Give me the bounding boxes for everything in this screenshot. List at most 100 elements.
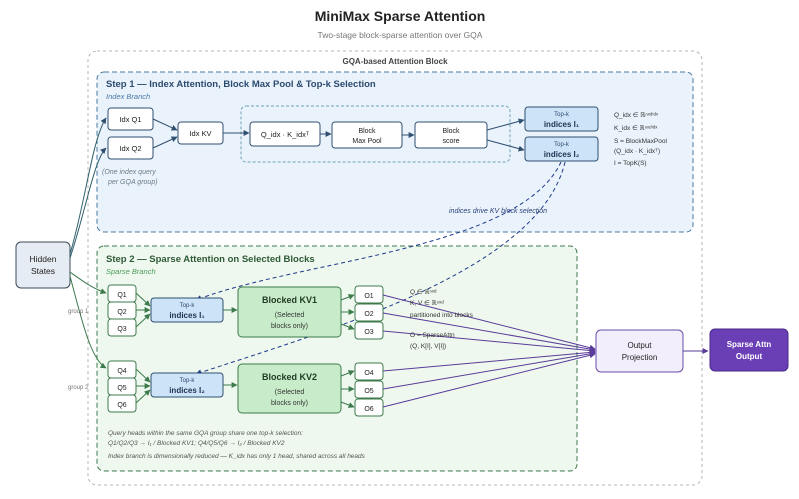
output-projection-node [595, 329, 684, 373]
edge-kv1-to-o1 [340, 294, 355, 301]
blocked-kv1-sub2: blocks only) [271, 323, 308, 330]
sparse-attn-output-node [709, 328, 789, 372]
diagram-title: MiniMax Sparse Attention [315, 8, 486, 24]
step1-topk1-node [524, 106, 599, 132]
edge-o2-to-proj [382, 312, 596, 353]
o6-node [354, 398, 384, 417]
step2-math-3: partitioned into blocks [410, 312, 474, 319]
step1-math-4: (Q_idx · K_idxᵀ) [614, 148, 660, 155]
blocked-kv2-title: Blocked KV2 [262, 372, 317, 382]
q5-label: Q5 [117, 385, 126, 392]
output-projection-label-1: Output [627, 341, 652, 350]
block-score-label-1: Block [442, 128, 460, 135]
output-projection-label-2: Projection [622, 353, 658, 362]
step2-math-1: Q ∈ ℝⁿˣᵈ [410, 289, 437, 296]
o4-node [354, 362, 384, 381]
step2-footnote-2: Q1/Q2/Q3 → I₁ / Blocked KV1; Q4/Q5/Q6 → … [108, 440, 285, 447]
block-max-pool-label-1: Block [358, 128, 376, 135]
step1-topk1-small: Top-k [554, 112, 570, 118]
hidden-states-label-2: States [31, 266, 55, 276]
index-query-note-2: per GQA group) [107, 179, 158, 186]
step1-math-5: I = TopK(S) [614, 160, 647, 167]
q2-label: Q2 [117, 309, 126, 316]
blocked-kv1-sub1: (Selected [275, 312, 305, 319]
drive-label: indices drive KV block selection [449, 208, 547, 215]
q6-node [107, 394, 137, 413]
block-score-label-2: score [442, 138, 459, 145]
step2-math-4: O = SparseAttn [410, 332, 455, 339]
step2-topk1-small: Top-k [180, 303, 196, 309]
step1-math-2: K_idx ∈ ℝⁿˣᵈⁱᵈˣ [614, 125, 658, 132]
edge-hidden-to-group2 [69, 275, 107, 369]
q3-node [107, 318, 137, 337]
edge-idxq1-to-idxkv [152, 118, 178, 131]
edge-kv2-to-o4 [340, 370, 355, 377]
blocked-kv2-sub2: blocks only) [271, 400, 308, 407]
hidden-states-node [15, 241, 71, 289]
step1-branch-label: Index Branch [106, 92, 150, 101]
qk-label: Q_idx · K_idxᵀ [261, 130, 310, 139]
q6-label: Q6 [117, 402, 126, 409]
group2-label: group 2 [68, 385, 89, 391]
gqa-block-label: GQA-based Attention Block [342, 57, 448, 66]
edge-o5-to-proj [382, 350, 596, 390]
idx-q2-label: Idx Q2 [119, 144, 141, 153]
edge-o6-to-proj [382, 352, 596, 408]
idx-q1-label: Idx Q1 [119, 115, 141, 124]
step1-math-1: Q_idx ∈ ℝⁿˣᵈⁱᵈˣ [614, 112, 659, 119]
edge-kv1-to-o3 [340, 323, 355, 330]
index-query-note-1: (One index query [102, 169, 156, 176]
o5-node [354, 380, 384, 399]
step1-topk2-node [524, 136, 599, 162]
step2-math-5: (Q, K[I], V[I]) [410, 343, 446, 350]
edge-o4-to-proj [382, 349, 596, 372]
step2-topk2-big: indices I₂ [169, 386, 205, 395]
sparse-attn-output-label-1: Sparse Attn [727, 340, 772, 349]
edge-hidden-to-idxq2 [69, 147, 107, 259]
edge-hidden-to-idxq1 [69, 117, 107, 255]
step2-container [96, 245, 578, 472]
step1-topk1-big: indices I₁ [544, 120, 580, 129]
sparse-attn-output-label-2: Output [736, 352, 763, 361]
blocked-kv1-title: Blocked KV1 [262, 295, 317, 305]
edge-q3-to-topk1 [135, 313, 151, 328]
o4-label: O4 [364, 370, 373, 377]
blocked-kv2-sub1: (Selected [275, 389, 305, 396]
hidden-states-label-1: Hidden [30, 254, 57, 264]
o2-label: O2 [364, 311, 373, 318]
edge-o3-to-proj [382, 330, 596, 354]
edge-o1-to-proj [382, 294, 596, 351]
step2-math-2: K, V ∈ ℝⁿˣᵈ [410, 300, 444, 307]
o6-label: O6 [364, 406, 373, 413]
step2-footnote-3: Index branch is dimensionally reduced — … [108, 453, 366, 460]
q1-label: Q1 [117, 292, 126, 299]
edge-idxq2-to-idxkv [152, 136, 178, 149]
step1-topk2-small: Top-k [554, 142, 570, 148]
q4-label: Q4 [117, 368, 126, 375]
edge-q4-to-topk2 [135, 368, 151, 383]
edge-kv2-to-o6 [340, 401, 355, 408]
step2-topk2-small: Top-k [180, 378, 196, 384]
edge-drive-topk2 [195, 161, 566, 376]
gqa-block-container [87, 50, 703, 486]
edge-score-to-topk2 [486, 139, 525, 152]
step1-topk2-big: indices I₂ [544, 150, 580, 159]
edge-q1-to-topk1 [135, 292, 151, 307]
block-max-pool-label-2: Max Pool [352, 138, 382, 145]
step2-title: Step 2 — Sparse Attention on Selected Bl… [106, 254, 315, 265]
edge-score-to-topk1 [486, 118, 525, 131]
step1-container [96, 71, 694, 233]
o1-node [354, 285, 384, 304]
step2-branch-label: Sparse Branch [106, 267, 156, 276]
step2-footnote-1: Query heads within the same GQA group sh… [108, 430, 303, 437]
edge-hidden-to-group1 [69, 271, 107, 295]
edge-q6-to-topk2 [135, 389, 151, 404]
idx-kv-label: Idx KV [189, 129, 211, 138]
step2-topk1-big: indices I₁ [169, 311, 205, 320]
block-score-node [414, 121, 488, 149]
o3-label: O3 [364, 329, 373, 336]
o5-label: O5 [364, 388, 373, 395]
o1-label: O1 [364, 293, 373, 300]
diagram-subtitle: Two-stage block-sparse attention over GQ… [318, 30, 483, 40]
